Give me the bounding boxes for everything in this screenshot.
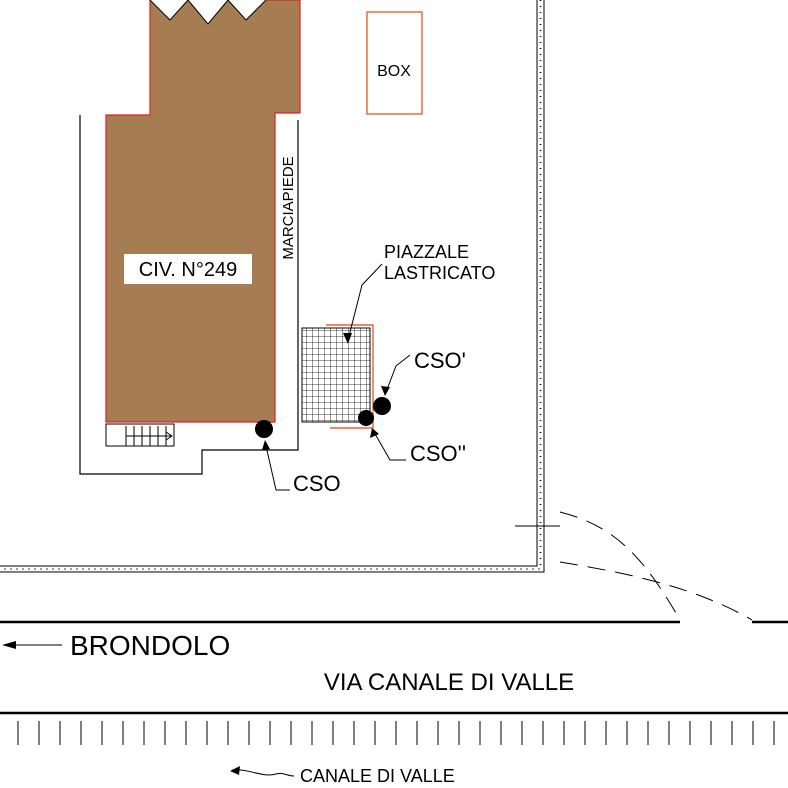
- cso-double-prime-manhole: [358, 410, 374, 426]
- cso-double-prime-label: CSO'': [410, 441, 466, 466]
- canal-label: CANALE DI VALLE: [300, 766, 455, 786]
- sidewalk-label: MARCIAPIEDE: [280, 156, 297, 259]
- cso-double-prime-arrow: [370, 428, 379, 438]
- canal-flow-arrow: [230, 766, 295, 777]
- building-break-line: [149, 0, 267, 25]
- building-label: CIV. N°249: [139, 259, 237, 281]
- box-outline: [366, 11, 423, 115]
- cso-prime-label: CSO': [414, 348, 466, 373]
- street-label: VIA CANALE DI VALLE: [324, 669, 574, 696]
- brondolo-label: BRONDOLO: [70, 630, 230, 661]
- cso-prime-leader: [385, 354, 411, 393]
- box-label: BOX: [377, 63, 411, 80]
- plaza-leader: [347, 263, 383, 341]
- gate-marker: [515, 508, 560, 552]
- building-civ-249: [105, 0, 301, 423]
- cso-label: CSO: [293, 471, 341, 496]
- plaza-label-line1: PIAZZALE: [384, 242, 469, 262]
- cso-leader: [265, 445, 290, 491]
- brondolo-arrow: [2, 641, 62, 649]
- paved-plaza-edge: [326, 324, 374, 429]
- property-fence: [0, 0, 545, 573]
- cso-prime-arrow: [381, 386, 390, 396]
- lot-outline: [79, 115, 299, 475]
- building-label-bg: [124, 254, 252, 284]
- cso-double-prime-leader: [373, 431, 406, 461]
- canal-bank-ticks: [17, 721, 775, 745]
- plaza-leader-arrow: [343, 333, 352, 344]
- cso-manhole: [255, 420, 273, 438]
- driveway-dashed: [559, 511, 753, 621]
- paved-plaza-grid: [301, 327, 371, 423]
- entrance-stairs: [105, 423, 175, 447]
- cso-arrow: [262, 440, 270, 450]
- cso-prime-manhole: [373, 397, 391, 415]
- road-edges: [0, 620, 788, 715]
- plaza-label-line2: LASTRICATO: [384, 263, 495, 283]
